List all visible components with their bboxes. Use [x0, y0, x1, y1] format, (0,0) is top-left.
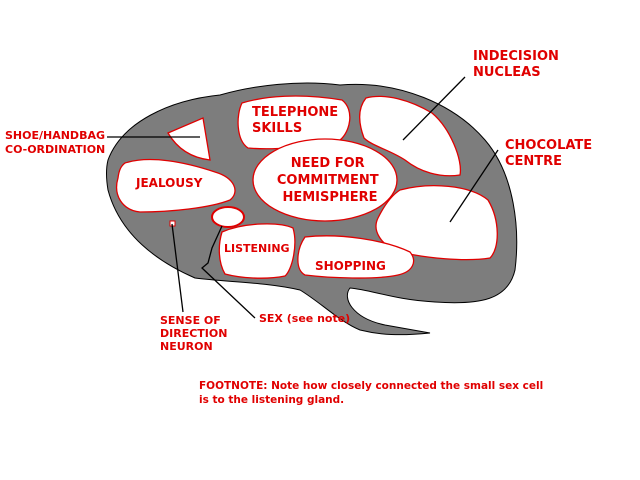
commitment-label: NEED FOR COMMITMENT HEMISPHERE: [277, 156, 383, 205]
commitment-hemisphere-region: [252, 138, 398, 222]
sex-label: SEX (see note): [259, 312, 350, 325]
indecision-nucleus-region: [359, 95, 462, 177]
listening-label: LISTENING: [224, 242, 290, 255]
indecision-label: INDECISION NUCLEAS: [473, 49, 563, 80]
footnote: FOOTNOTE: Note how closely connected the…: [199, 380, 547, 406]
listening-region: [218, 223, 296, 279]
chocolate-leader-line: [449, 149, 499, 223]
jealousy-label: JEALOUSY: [135, 176, 203, 190]
shopping-region: [297, 235, 415, 279]
telephone-label: TELEPHONE SKILLS: [252, 105, 343, 136]
shoe-handbag-region: [167, 117, 211, 161]
sex-leader-line: [201, 225, 256, 319]
indecision-leader-line: [402, 76, 466, 141]
jealousy-region: [116, 158, 236, 213]
shopping-label: SHOPPING: [315, 259, 386, 273]
chocolate-label: CHOCOLATE CENTRE: [505, 138, 597, 169]
direction-leader-line: [171, 223, 184, 313]
direction-label: SENSE OF DIRECTION NEURON: [160, 314, 231, 353]
chocolate-centre-region: [375, 185, 498, 261]
shoe-handbag-label: SHOE/HANDBAG CO-ORDINATION: [5, 129, 109, 156]
sex-cell: [211, 206, 245, 228]
